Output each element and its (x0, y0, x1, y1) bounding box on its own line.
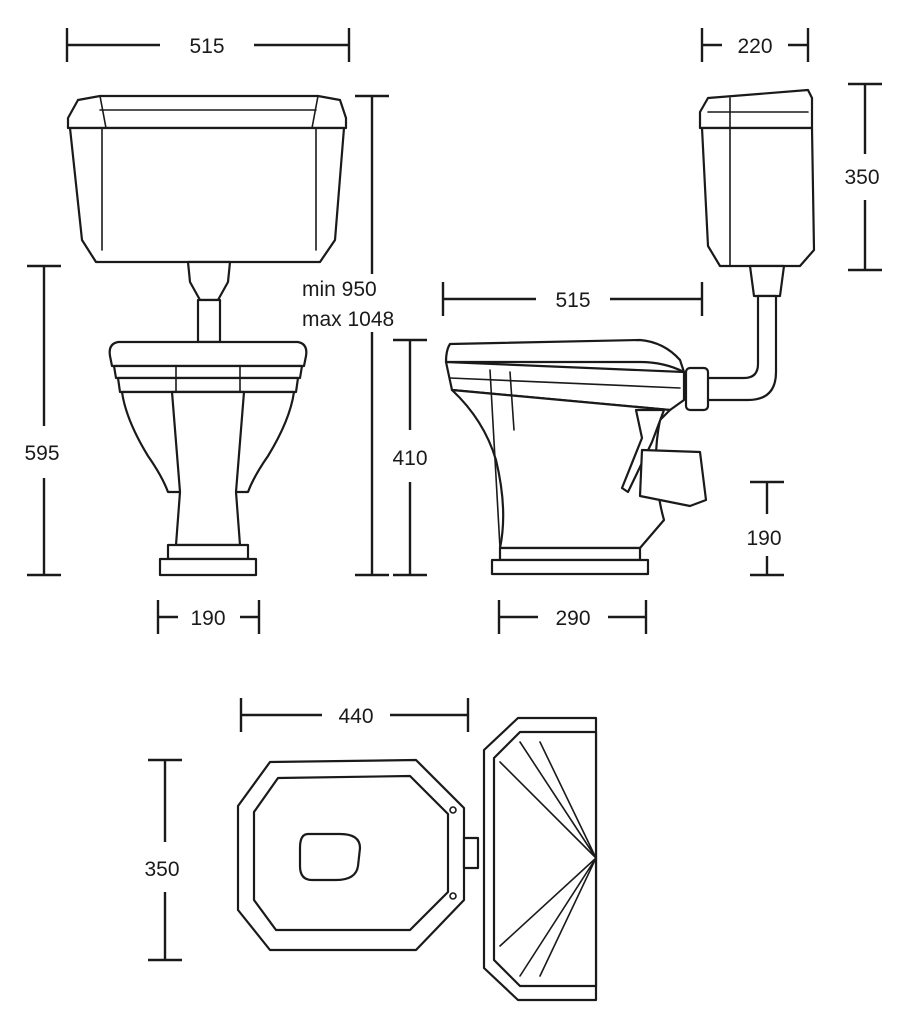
front-cistern (66, 94, 348, 264)
dim-label-side-depth: 220 (737, 35, 772, 58)
dim-plan-length: 440 (239, 698, 470, 732)
dim-side-length: 515 (441, 282, 704, 316)
plan-hinge (462, 836, 480, 870)
dim-label-outlet-height: 190 (746, 527, 781, 550)
dim-label-pan-height: 595 (24, 442, 59, 465)
plan-view (236, 716, 598, 1002)
front-pan (108, 340, 308, 577)
dim-front-width: 515 (65, 28, 351, 62)
dim-overall-height: min 950 max 1048 (300, 94, 420, 577)
dim-plan-width: 350 (144, 758, 182, 962)
dim-label-front-base: 190 (190, 607, 225, 630)
dim-label-cistern-height: 350 (844, 166, 879, 189)
dim-label-plan-width: 350 (144, 858, 179, 881)
front-view (66, 94, 348, 577)
side-cistern (698, 88, 816, 268)
dim-label-max-height: max 1048 (302, 308, 394, 331)
dim-cistern-height: 350 (844, 82, 882, 272)
front-flush-pipe (186, 260, 232, 344)
dim-label-plan-length: 440 (338, 705, 373, 728)
dim-label-side-length: 515 (555, 289, 590, 312)
dim-front-base: 190 (156, 600, 261, 634)
dim-outlet-height: 190 (746, 480, 784, 577)
dim-label-side-base: 290 (555, 607, 590, 630)
side-flush-pipe (684, 264, 786, 412)
dim-pan-height: 595 (24, 264, 61, 577)
dim-label-front-width: 515 (189, 35, 224, 58)
dim-side-depth: 220 (700, 28, 810, 62)
side-view (444, 88, 816, 576)
dim-label-min-height: min 950 (302, 278, 377, 301)
dim-label-side-pan-height: 410 (392, 447, 427, 470)
plan-cistern (482, 716, 598, 1002)
plan-seat (236, 758, 466, 952)
side-pan (444, 338, 708, 576)
dim-side-base: 290 (497, 600, 648, 634)
dim-side-pan-height: 410 (392, 338, 428, 577)
